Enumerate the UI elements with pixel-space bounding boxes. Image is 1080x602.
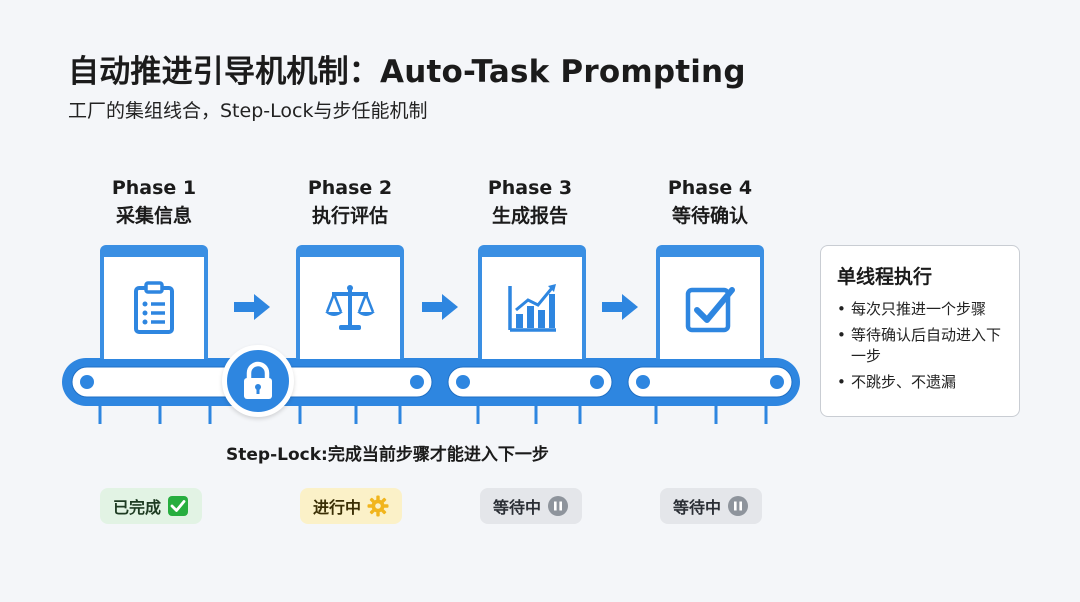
step-lock-caption: Step-Lock:完成当前步骤才能进入下一步: [226, 445, 549, 465]
status-label: 已完成: [112, 498, 161, 517]
list-item: 等待确认后自动进入下一步: [837, 325, 1005, 367]
single-thread-panel: 单线程执行 每次只推进一个步骤 等待确认后自动进入下一步 不跳步、不遗漏: [820, 245, 1020, 417]
arrow-right-icon: [602, 294, 638, 320]
pause-icon: [728, 496, 748, 516]
conveyor-legs: [98, 400, 768, 424]
phase-4-card: [656, 245, 764, 359]
phase-1-number: Phase 1: [111, 177, 197, 199]
phase-3-card: [478, 245, 586, 359]
pause-icon: [548, 496, 568, 516]
step-lock: [222, 345, 294, 417]
status-label: 进行中: [312, 498, 361, 517]
phase-4-name: 等待确认: [671, 205, 748, 227]
phase-1-label: Phase 1 采集信息: [74, 174, 234, 230]
checkbox-icon: [685, 287, 735, 333]
bar-chart-icon: [508, 284, 556, 332]
phase-3-label: Phase 3 生成报告: [450, 174, 610, 230]
phase-3-name: 生成报告: [491, 205, 568, 227]
list-item: 每次只推进一个步骤: [837, 299, 1005, 320]
phase-2-status: 进行中: [300, 488, 402, 524]
gear-icon: [367, 495, 389, 517]
phase-2-card: [296, 245, 404, 359]
phase-1-name: 采集信息: [115, 205, 192, 227]
phase-2-label: Phase 2 执行评估: [270, 174, 430, 230]
page-subtitle: 工厂的集组线合，Step-Lock与步任能机制: [68, 100, 428, 122]
check-icon: [168, 496, 188, 516]
status-label: 等待中: [492, 498, 541, 517]
phase-2-number: Phase 2: [307, 177, 393, 199]
phase-3-number: Phase 3: [487, 177, 573, 199]
arrow-right-icon: [234, 294, 270, 320]
phase-3-status: 等待中: [480, 488, 582, 524]
phase-1-card: [100, 245, 208, 359]
panel-title: 单线程执行: [837, 266, 933, 288]
phase-2-name: 执行评估: [311, 205, 388, 227]
phase-4-number: Phase 4: [667, 177, 753, 199]
status-label: 等待中: [672, 498, 721, 517]
list-item: 不跳步、不遗漏: [837, 372, 1005, 393]
panel-list: 每次只推进一个步骤 等待确认后自动进入下一步 不跳步、不遗漏: [837, 299, 1005, 393]
arrow-right-icon: [422, 294, 458, 320]
phase-1-status: 已完成: [100, 488, 202, 524]
page-title: 自动推进引导机机制：Auto-Task Prompting: [68, 54, 746, 90]
phase-4-status: 等待中: [660, 488, 762, 524]
scale-icon: [325, 285, 375, 330]
phase-4-label: Phase 4 等待确认: [630, 174, 790, 230]
lock-icon: [244, 361, 272, 399]
clipboard-icon: [134, 281, 174, 334]
